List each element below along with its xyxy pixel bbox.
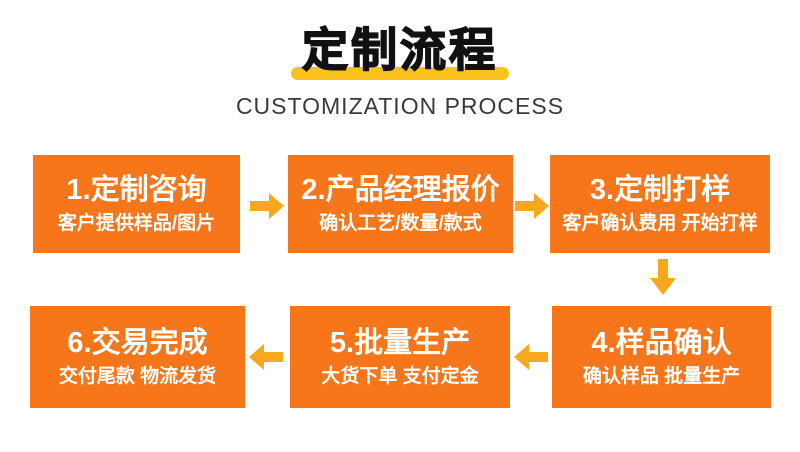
step-6-subtitle: 交付尾款 物流发货	[58, 365, 217, 387]
step-4-title: 4.样品确认	[591, 326, 732, 359]
step-2-title: 2.产品经理报价	[301, 173, 500, 206]
step-2-subtitle: 确认工艺/数量/款式	[319, 212, 482, 234]
step-5-subtitle: 大货下单 支付定金	[321, 365, 479, 387]
title-underline-bar	[291, 67, 509, 80]
step-6-title: 6.交易完成	[67, 326, 208, 359]
step-box-1: 1.定制咨询 客户提供样品/图片	[33, 155, 240, 253]
step-box-2: 2.产品经理报价 确认工艺/数量/款式	[288, 155, 513, 253]
arrow-left-icon	[249, 344, 283, 370]
step-1-subtitle: 客户提供样品/图片	[57, 212, 216, 234]
step-1-title: 1.定制咨询	[66, 173, 207, 206]
step-box-3: 3.定制打样 客户确认费用 开始打样	[550, 155, 770, 253]
step-4-subtitle: 确认样品 批量生产	[582, 365, 741, 387]
step-box-6: 6.交易完成 交付尾款 物流发货	[30, 306, 245, 408]
step-3-subtitle: 客户确认费用 开始打样	[562, 212, 758, 234]
step-box-5: 5.批量生产 大货下单 支付定金	[290, 306, 510, 408]
arrow-down-icon	[650, 259, 676, 295]
step-5-title: 5.批量生产	[329, 326, 471, 359]
page-title: 定制流程	[301, 23, 498, 76]
arrow-right-icon	[515, 193, 549, 219]
step-3-title: 3.定制打样	[589, 173, 731, 206]
arrow-right-icon	[250, 193, 284, 219]
page-subtitle: CUSTOMIZATION PROCESS	[235, 93, 565, 119]
arrow-left-icon	[514, 344, 548, 370]
step-box-4: 4.样品确认 确认样品 批量生产	[552, 306, 771, 408]
